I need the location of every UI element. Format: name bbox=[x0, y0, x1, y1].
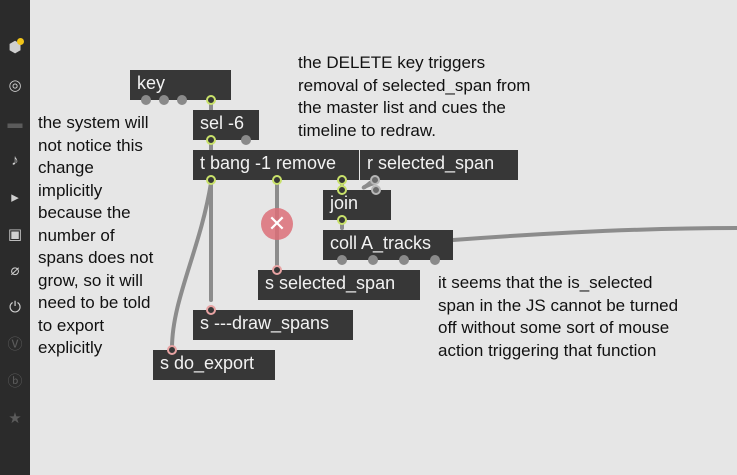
send-selected-span-object[interactable]: s selected_span bbox=[258, 265, 420, 300]
key-outlet-2[interactable] bbox=[159, 95, 169, 105]
send-export-inlet[interactable] bbox=[167, 345, 177, 355]
send-draw-inlet[interactable] bbox=[206, 305, 216, 315]
sidebar: ⬢ ◎ ▬ ♪ ▸ ▣ ⌀ ⏻ Ⓥ ⓑ ★ bbox=[0, 0, 30, 475]
trigger-outlet-remove[interactable] bbox=[337, 175, 347, 185]
comment-system-note[interactable]: the system will not notice this change i… bbox=[38, 113, 154, 357]
image-icon[interactable]: ▣ bbox=[7, 225, 23, 243]
sel-object[interactable]: sel -6 bbox=[193, 110, 259, 145]
send-selected-inlet[interactable] bbox=[272, 265, 282, 275]
vizzie-icon[interactable]: Ⓥ bbox=[7, 335, 23, 353]
sel-outlet-right[interactable] bbox=[241, 135, 251, 145]
coll-object[interactable]: coll A_tracks bbox=[323, 230, 453, 265]
key-object[interactable]: key bbox=[130, 70, 231, 105]
send-do-export-object[interactable]: s do_export bbox=[153, 345, 275, 380]
trigger-outlet-int[interactable] bbox=[272, 175, 282, 185]
media-icon[interactable]: ▬ bbox=[7, 114, 23, 132]
notification-dot bbox=[17, 38, 24, 45]
comment-js-note[interactable]: it seems that the is_selected span in th… bbox=[438, 273, 679, 360]
send-draw-spans-object[interactable]: s ---draw_spans bbox=[193, 305, 353, 340]
receive-outlet[interactable] bbox=[370, 175, 380, 185]
play-list-icon[interactable]: ▸ bbox=[11, 188, 19, 206]
coll-outlet-1[interactable] bbox=[337, 255, 347, 265]
coll-outlet-4[interactable] bbox=[430, 255, 440, 265]
cord-receive-join bbox=[361, 181, 376, 190]
sel-outlet-left[interactable] bbox=[206, 135, 216, 145]
plug-icon[interactable]: ⏻ bbox=[9, 298, 21, 316]
join-outlet[interactable] bbox=[337, 215, 347, 225]
comment-delete-note[interactable]: the DELETE key triggers removal of selec… bbox=[298, 53, 531, 140]
paperclip-icon[interactable]: ⌀ bbox=[10, 261, 20, 279]
star-icon[interactable]: ★ bbox=[8, 409, 22, 427]
music-note-icon[interactable]: ♪ bbox=[11, 151, 19, 169]
key-outlet-3[interactable] bbox=[177, 95, 187, 105]
join-inlet-right[interactable] bbox=[371, 185, 381, 195]
receive-object[interactable]: r selected_span bbox=[360, 150, 518, 185]
delete-cord-icon[interactable]: ✕ bbox=[261, 208, 293, 240]
trigger-object[interactable]: t bang -1 remove bbox=[193, 150, 359, 185]
package-icon[interactable]: ⬢ bbox=[0, 36, 30, 58]
join-object[interactable]: join bbox=[323, 185, 391, 225]
cord-trigger-export bbox=[170, 181, 213, 350]
key-outlet-4[interactable] bbox=[206, 95, 216, 105]
coll-outlet-3[interactable] bbox=[399, 255, 409, 265]
trigger-outlet-bang[interactable] bbox=[206, 175, 216, 185]
cord-coll-out bbox=[451, 226, 737, 242]
target-icon[interactable]: ◎ bbox=[8, 76, 22, 94]
beap-icon[interactable]: ⓑ bbox=[7, 372, 23, 390]
coll-outlet-2[interactable] bbox=[368, 255, 378, 265]
join-inlet-left[interactable] bbox=[337, 185, 347, 195]
key-outlet-1[interactable] bbox=[141, 95, 151, 105]
